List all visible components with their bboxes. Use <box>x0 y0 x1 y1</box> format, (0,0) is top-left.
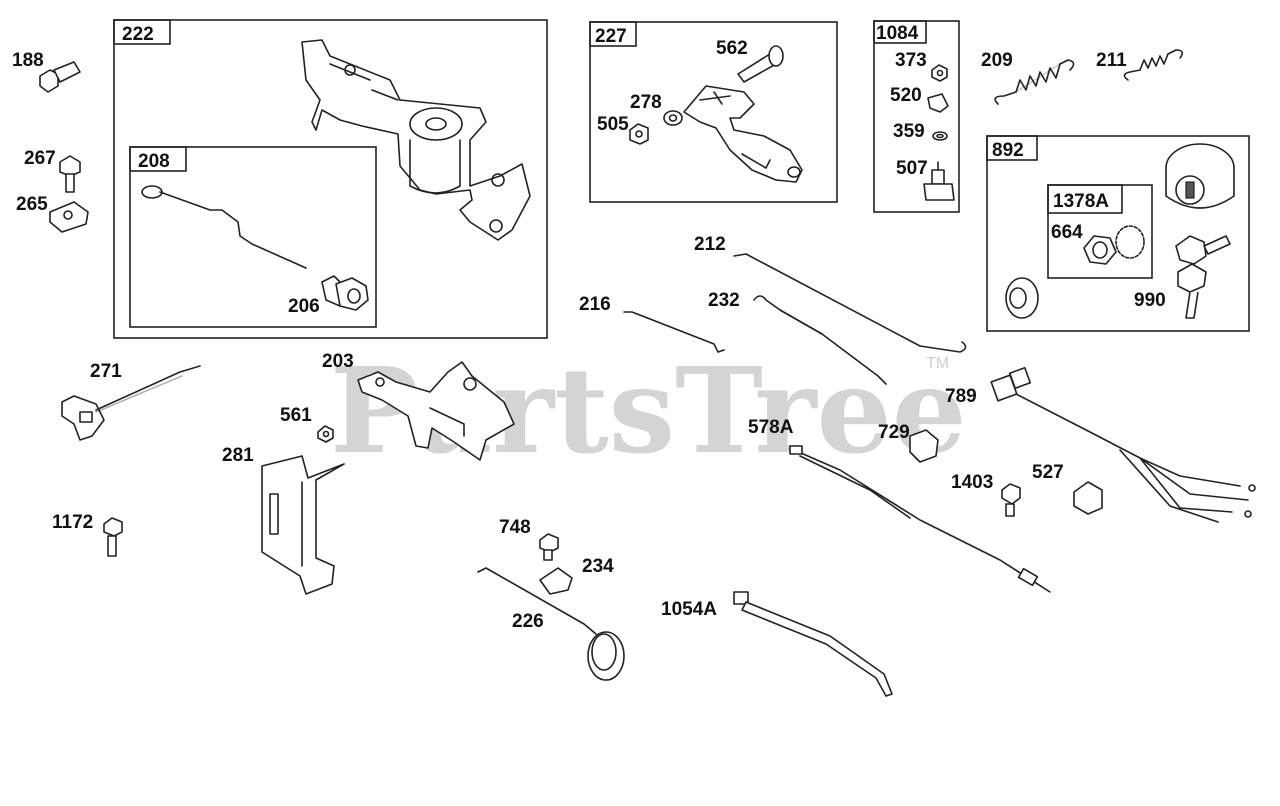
label-373[interactable]: 373 <box>895 50 927 71</box>
part-227-drawing[interactable] <box>683 85 803 183</box>
part-211-drawing[interactable] <box>1123 49 1184 81</box>
part-281-drawing[interactable] <box>261 455 345 595</box>
label-527[interactable]: 527 <box>1032 462 1064 483</box>
group-1378A[interactable]: 1378A <box>1047 184 1153 279</box>
part-373-drawing[interactable] <box>931 64 948 82</box>
label-209[interactable]: 209 <box>981 50 1013 71</box>
part-562-drawing[interactable] <box>737 45 784 83</box>
part-209-drawing[interactable] <box>994 59 1075 105</box>
part-520-drawing[interactable] <box>927 93 949 113</box>
label-203[interactable]: 203 <box>322 351 354 372</box>
part-278-drawing[interactable] <box>663 110 683 126</box>
label-505[interactable]: 505 <box>597 114 629 135</box>
label-265[interactable]: 265 <box>16 194 48 215</box>
part-1172-drawing[interactable] <box>103 517 123 557</box>
label-234[interactable]: 234 <box>582 556 614 577</box>
label-211[interactable]: 211 <box>1096 50 1127 71</box>
label-226[interactable]: 226 <box>512 611 544 632</box>
label-1054A[interactable]: 1054A <box>661 599 717 620</box>
group-208[interactable]: 208 <box>129 146 377 328</box>
part-527-drawing[interactable] <box>1073 481 1103 515</box>
group-label-892: 892 <box>992 140 1024 161</box>
group-892[interactable]: 892 <box>986 135 1250 332</box>
label-212[interactable]: 212 <box>694 234 726 255</box>
label-520[interactable]: 520 <box>890 85 922 106</box>
part-359-drawing[interactable] <box>932 131 948 141</box>
part-232-drawing[interactable] <box>753 295 887 385</box>
part-203-drawing[interactable] <box>357 361 515 461</box>
label-281[interactable]: 281 <box>222 445 254 466</box>
part-664-drawing[interactable] <box>1083 225 1145 265</box>
label-216[interactable]: 216 <box>579 294 611 315</box>
group-222[interactable]: 222 <box>113 19 548 339</box>
part-216-drawing[interactable] <box>623 311 725 353</box>
label-206[interactable]: 206 <box>288 296 320 317</box>
part-208-drawing[interactable] <box>141 185 307 269</box>
label-748[interactable]: 748 <box>499 517 531 538</box>
part-789-drawing[interactable] <box>990 366 1256 523</box>
label-578A[interactable]: 578A <box>748 417 794 438</box>
part-578A-drawing[interactable] <box>789 445 1051 593</box>
part-226-drawing[interactable] <box>477 567 625 681</box>
label-271[interactable]: 271 <box>90 361 122 382</box>
group-label-1378A: 1378A <box>1053 191 1109 212</box>
part-206-drawing[interactable] <box>321 275 369 311</box>
part-1054A-drawing[interactable] <box>733 591 893 697</box>
part-505-drawing[interactable] <box>629 123 649 145</box>
label-789[interactable]: 789 <box>945 386 977 407</box>
part-234-drawing[interactable] <box>539 567 573 595</box>
part-507-drawing[interactable] <box>923 161 955 201</box>
label-990[interactable]: 990 <box>1134 290 1166 311</box>
label-278[interactable]: 278 <box>630 92 662 113</box>
group-label-1084: 1084 <box>876 23 919 44</box>
part-bezel-drawing[interactable] <box>1005 277 1039 319</box>
part-212-drawing[interactable] <box>733 253 967 353</box>
part-265-drawing[interactable] <box>49 201 89 233</box>
label-232[interactable]: 232 <box>708 290 740 311</box>
label-1403[interactable]: 1403 <box>951 472 993 493</box>
part-729-drawing[interactable] <box>909 429 939 463</box>
part-748-drawing[interactable] <box>539 533 559 561</box>
label-664[interactable]: 664 <box>1051 222 1083 243</box>
part-990-drawing[interactable] <box>1175 235 1231 319</box>
group-label-208: 208 <box>138 151 170 172</box>
part-1403-drawing[interactable] <box>1001 483 1021 517</box>
label-1172[interactable]: 1172 <box>52 512 93 533</box>
watermark-tm: TM <box>926 355 949 372</box>
label-729[interactable]: 729 <box>878 422 910 443</box>
label-267[interactable]: 267 <box>24 148 56 169</box>
group-1084[interactable]: 1084 <box>873 20 960 213</box>
group-label-227: 227 <box>595 26 627 47</box>
part-188-drawing[interactable] <box>39 61 81 93</box>
part-267-drawing[interactable] <box>59 155 81 193</box>
group-label-222: 222 <box>122 24 154 45</box>
part-222-drawing[interactable] <box>301 39 531 241</box>
label-188[interactable]: 188 <box>12 50 44 71</box>
part-271-drawing[interactable] <box>61 365 201 441</box>
group-227[interactable]: 227 <box>589 21 838 203</box>
label-561[interactable]: 561 <box>280 405 312 426</box>
label-359[interactable]: 359 <box>893 121 925 142</box>
label-562[interactable]: 562 <box>716 38 748 59</box>
part-892-drawing[interactable] <box>1165 143 1235 209</box>
part-561-drawing[interactable] <box>317 425 334 443</box>
label-507[interactable]: 507 <box>896 158 928 179</box>
